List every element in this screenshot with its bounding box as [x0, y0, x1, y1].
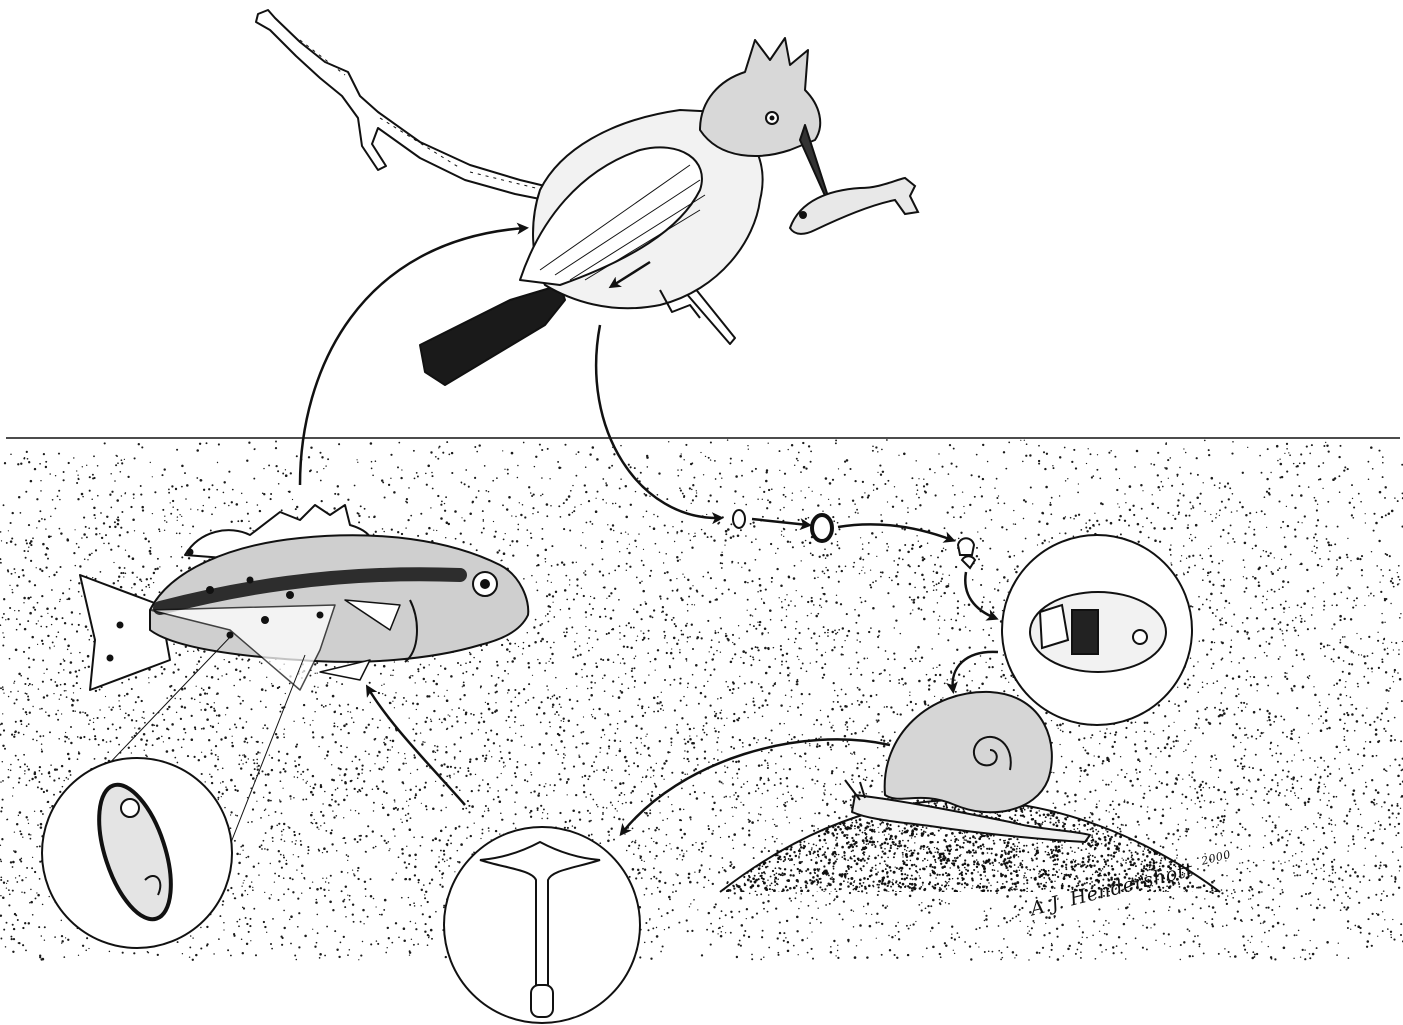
signature-artist: A.J. Hendershott [1028, 859, 1196, 921]
signature-year: 2000 [1200, 848, 1232, 868]
artist-signature: A.J. Hendershott2000 [1028, 848, 1235, 920]
